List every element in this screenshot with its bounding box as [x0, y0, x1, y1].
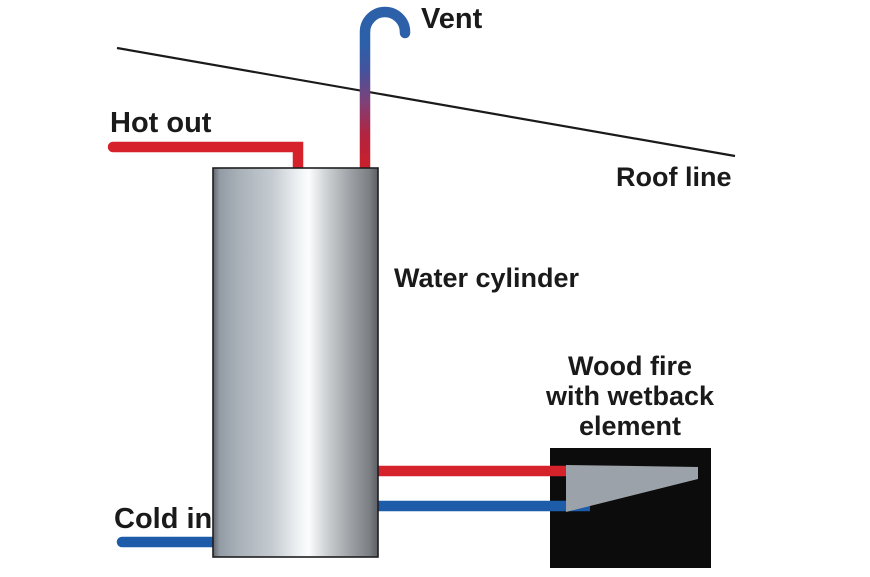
wood-fire-label: Wood fire with wetback element: [530, 351, 730, 441]
wood-fire-label-line1: Wood fire: [568, 351, 692, 381]
wood-fire-label-line2: with wetback: [545, 381, 715, 411]
hot-out-pipe: [107, 141, 304, 178]
wetback-element-shape: [566, 465, 698, 512]
vent-pipe: [359, 6, 411, 178]
cold-in-label: Cold in: [114, 503, 213, 535]
roof-line: [116, 46, 736, 158]
hot-out-label: Hot out: [110, 107, 212, 139]
water-cylinder-body: [212, 167, 379, 558]
roof-line-label: Roof line: [616, 162, 732, 192]
water-cylinder-label: Water cylinder: [394, 263, 580, 293]
vent-label: Vent: [421, 3, 483, 35]
wood-fire-label-line3: element: [578, 411, 682, 441]
